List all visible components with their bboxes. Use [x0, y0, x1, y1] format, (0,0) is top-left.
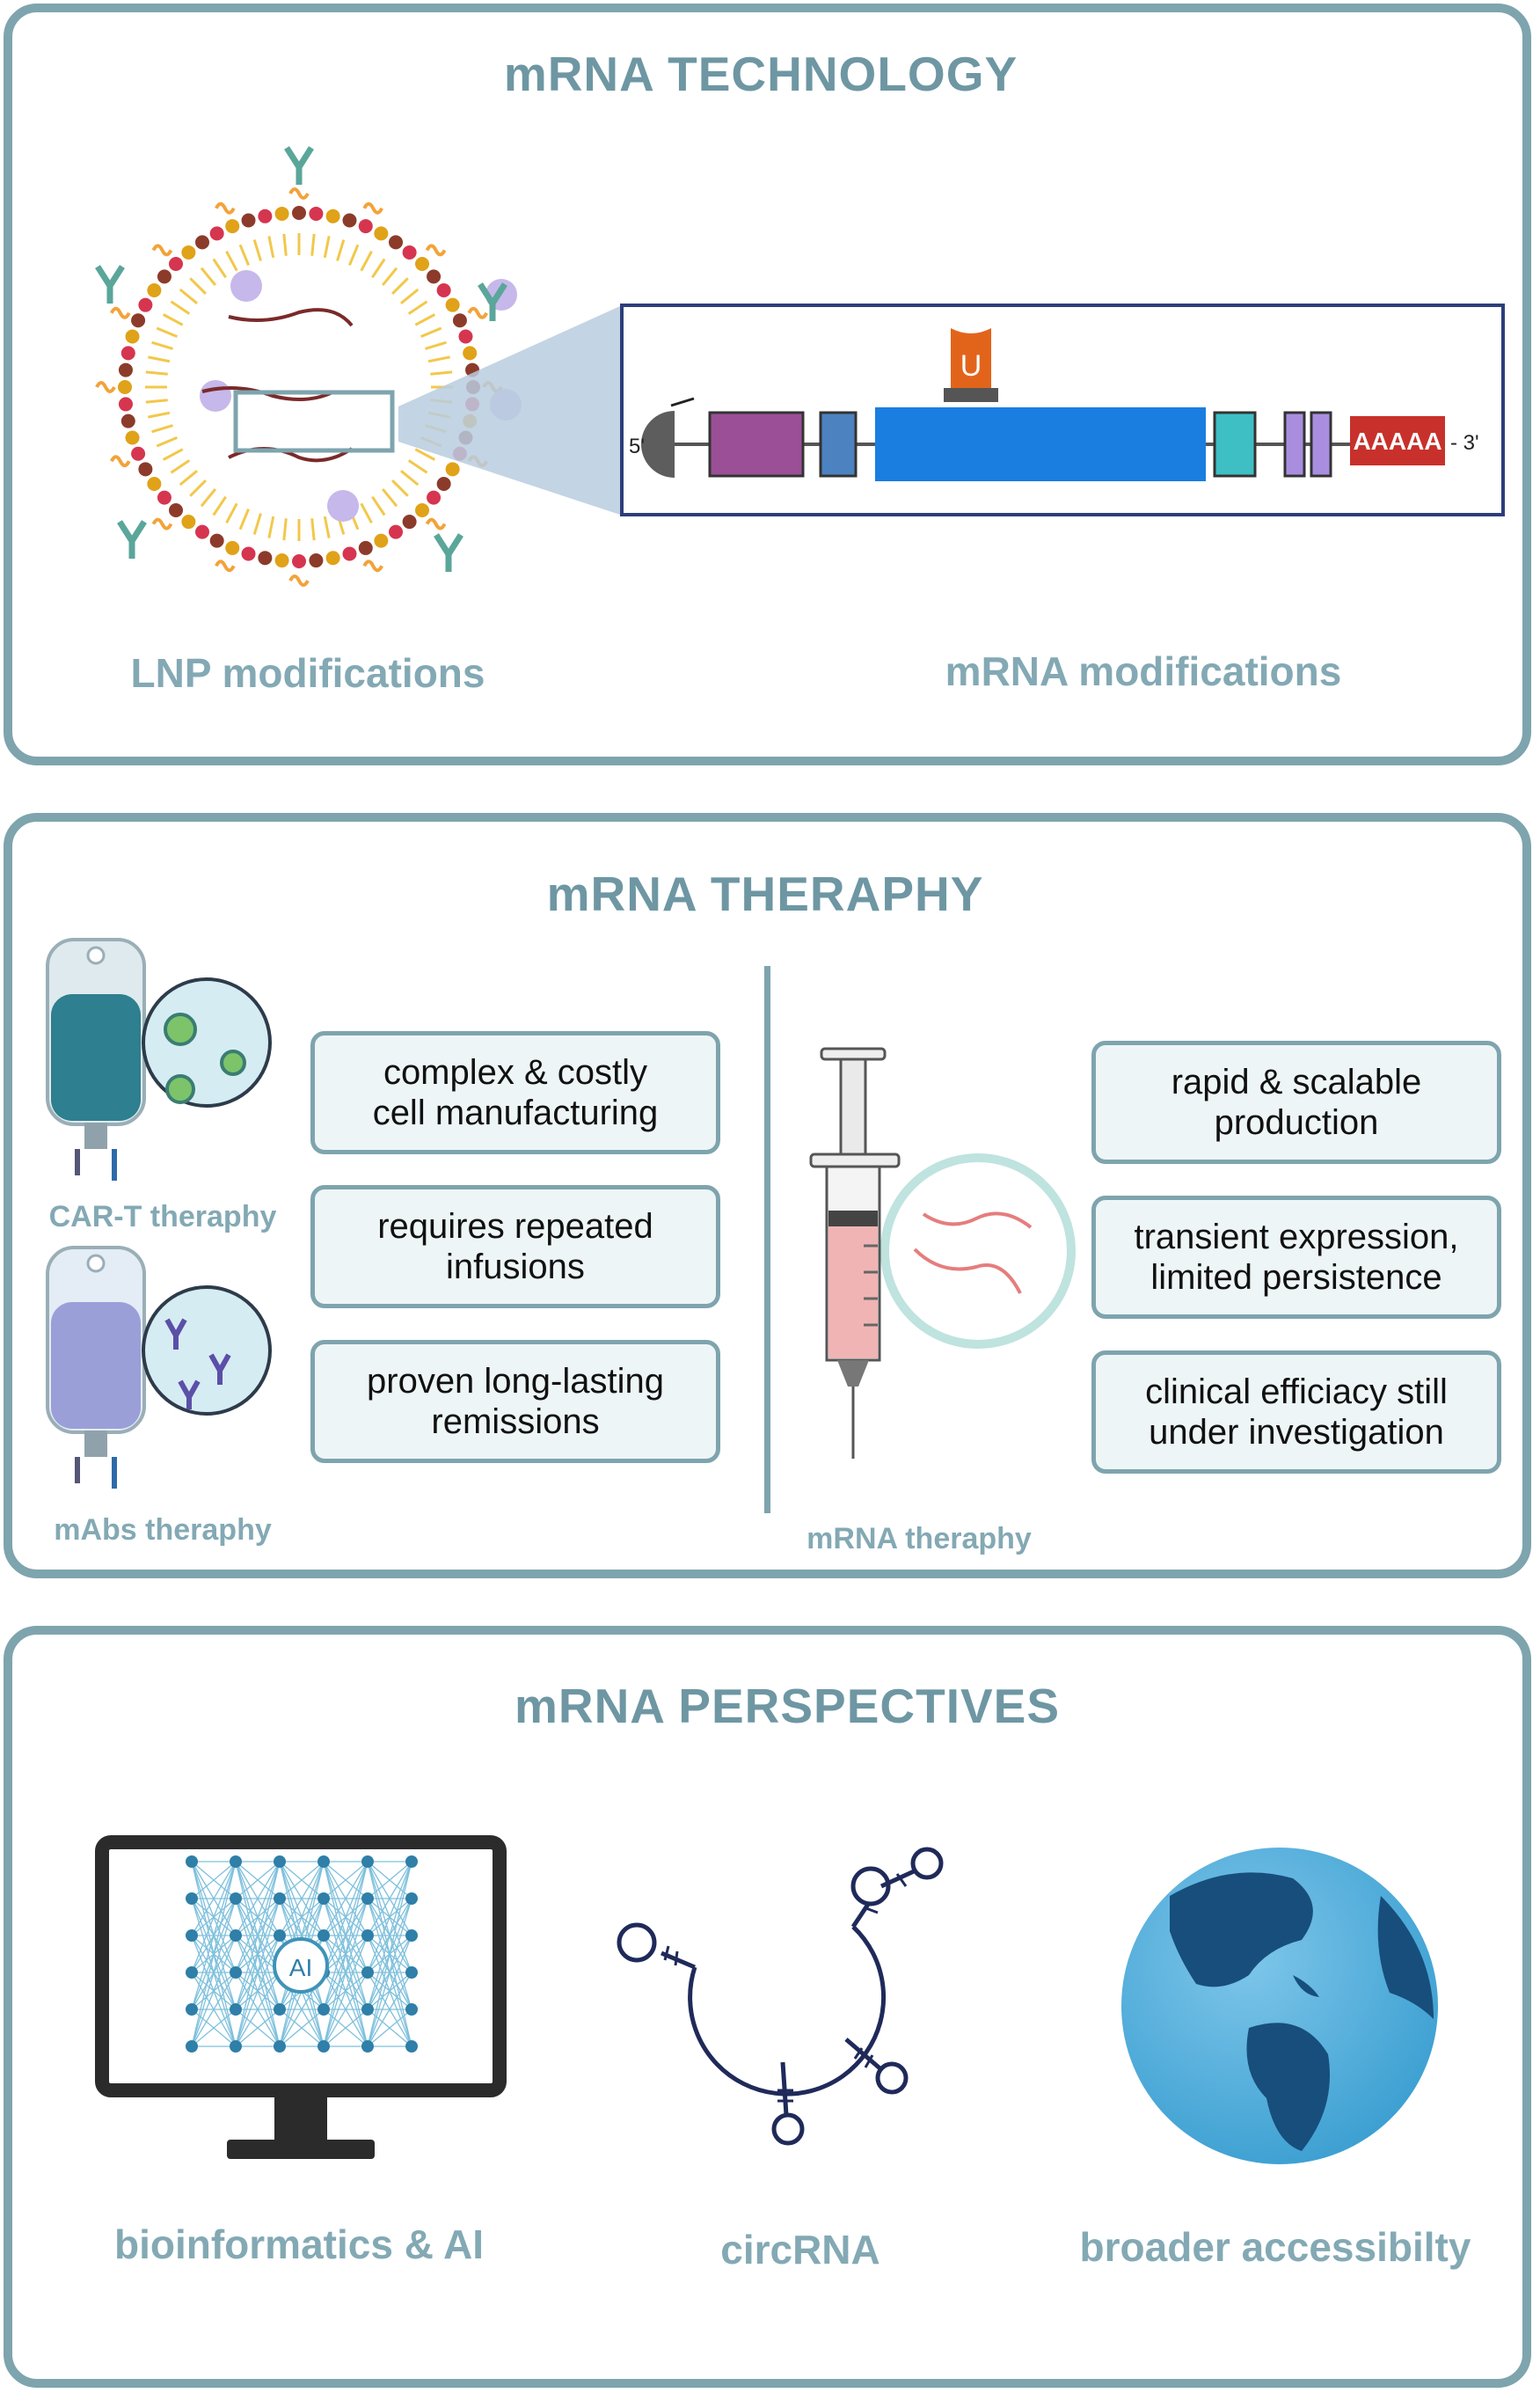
mabs-iv-bag-icon	[46, 1246, 272, 1489]
mrna-therapy-label: mRNA theraphy	[806, 1522, 1032, 1555]
ai-monitor-text: AI	[289, 1954, 312, 1981]
box-text: transient expression,	[1134, 1218, 1459, 1256]
five-prime-label: 5'	[629, 435, 645, 458]
zoom-wedge	[398, 306, 620, 515]
lnp-modifications-label: LNP modifications	[130, 650, 485, 696]
box-text: proven long-lasting	[367, 1362, 664, 1401]
mrna-construct-diagram: AAAAA 5' - 3' U	[620, 304, 1505, 516]
perspectives-title: mRNA PERSPECTIVES	[514, 1679, 1061, 1733]
therapy-title: mRNA THERAPHY	[546, 867, 984, 921]
mrna-box-2: transient expression,limited persistence	[1091, 1196, 1501, 1319]
utr5-segment	[708, 411, 805, 478]
utr3-segment	[1213, 411, 1257, 478]
box-text: clinical efficiacy still	[1145, 1372, 1448, 1411]
uridine-text: U	[960, 349, 982, 383]
box-text: cell manufacturing	[372, 1094, 659, 1132]
box-text: complex & costly	[383, 1053, 648, 1092]
box-text: limited persistence	[1150, 1258, 1442, 1297]
box-text: infusions	[446, 1248, 585, 1286]
circrna-label: circRNA	[720, 2227, 880, 2272]
utr3b-segment-1	[1283, 411, 1306, 478]
circrna-icon	[617, 1847, 944, 2146]
technology-title: mRNA TECHNOLOGY	[503, 47, 1018, 101]
mabs-therapy-label: mAbs theraphy	[54, 1513, 272, 1547]
cart-iv-bag-icon	[46, 938, 272, 1181]
box-text: requires repeated	[377, 1207, 653, 1246]
box-text: remissions	[431, 1402, 600, 1441]
utr3b-segment-2	[1310, 411, 1332, 478]
three-prime-label: - 3'	[1450, 431, 1479, 455]
polyA-tail	[1350, 416, 1445, 465]
globe-icon	[1121, 1848, 1438, 2164]
cart-therapy-label: CAR-T theraphy	[48, 1200, 277, 1233]
box-text: production	[1214, 1103, 1379, 1142]
cap-icon	[641, 411, 675, 478]
syringe-icon	[809, 1047, 1076, 1459]
modified-uridine-icon	[951, 328, 991, 388]
mrna-modifications-label: mRNA modifications	[945, 648, 1342, 694]
kozak-segment	[819, 411, 858, 478]
bioinformatics-label: bioinformatics & AI	[114, 2221, 484, 2267]
therapy-divider	[764, 966, 770, 1513]
box-text: rapid & scalable	[1171, 1063, 1422, 1101]
box-text: under investigation	[1149, 1413, 1444, 1452]
polyA-text: AAAAA	[1353, 428, 1441, 455]
cds-segment	[875, 407, 1206, 481]
accessibility-label: broader accessibilty	[1079, 2224, 1471, 2270]
ai-monitor-icon: AI	[95, 1835, 507, 2159]
